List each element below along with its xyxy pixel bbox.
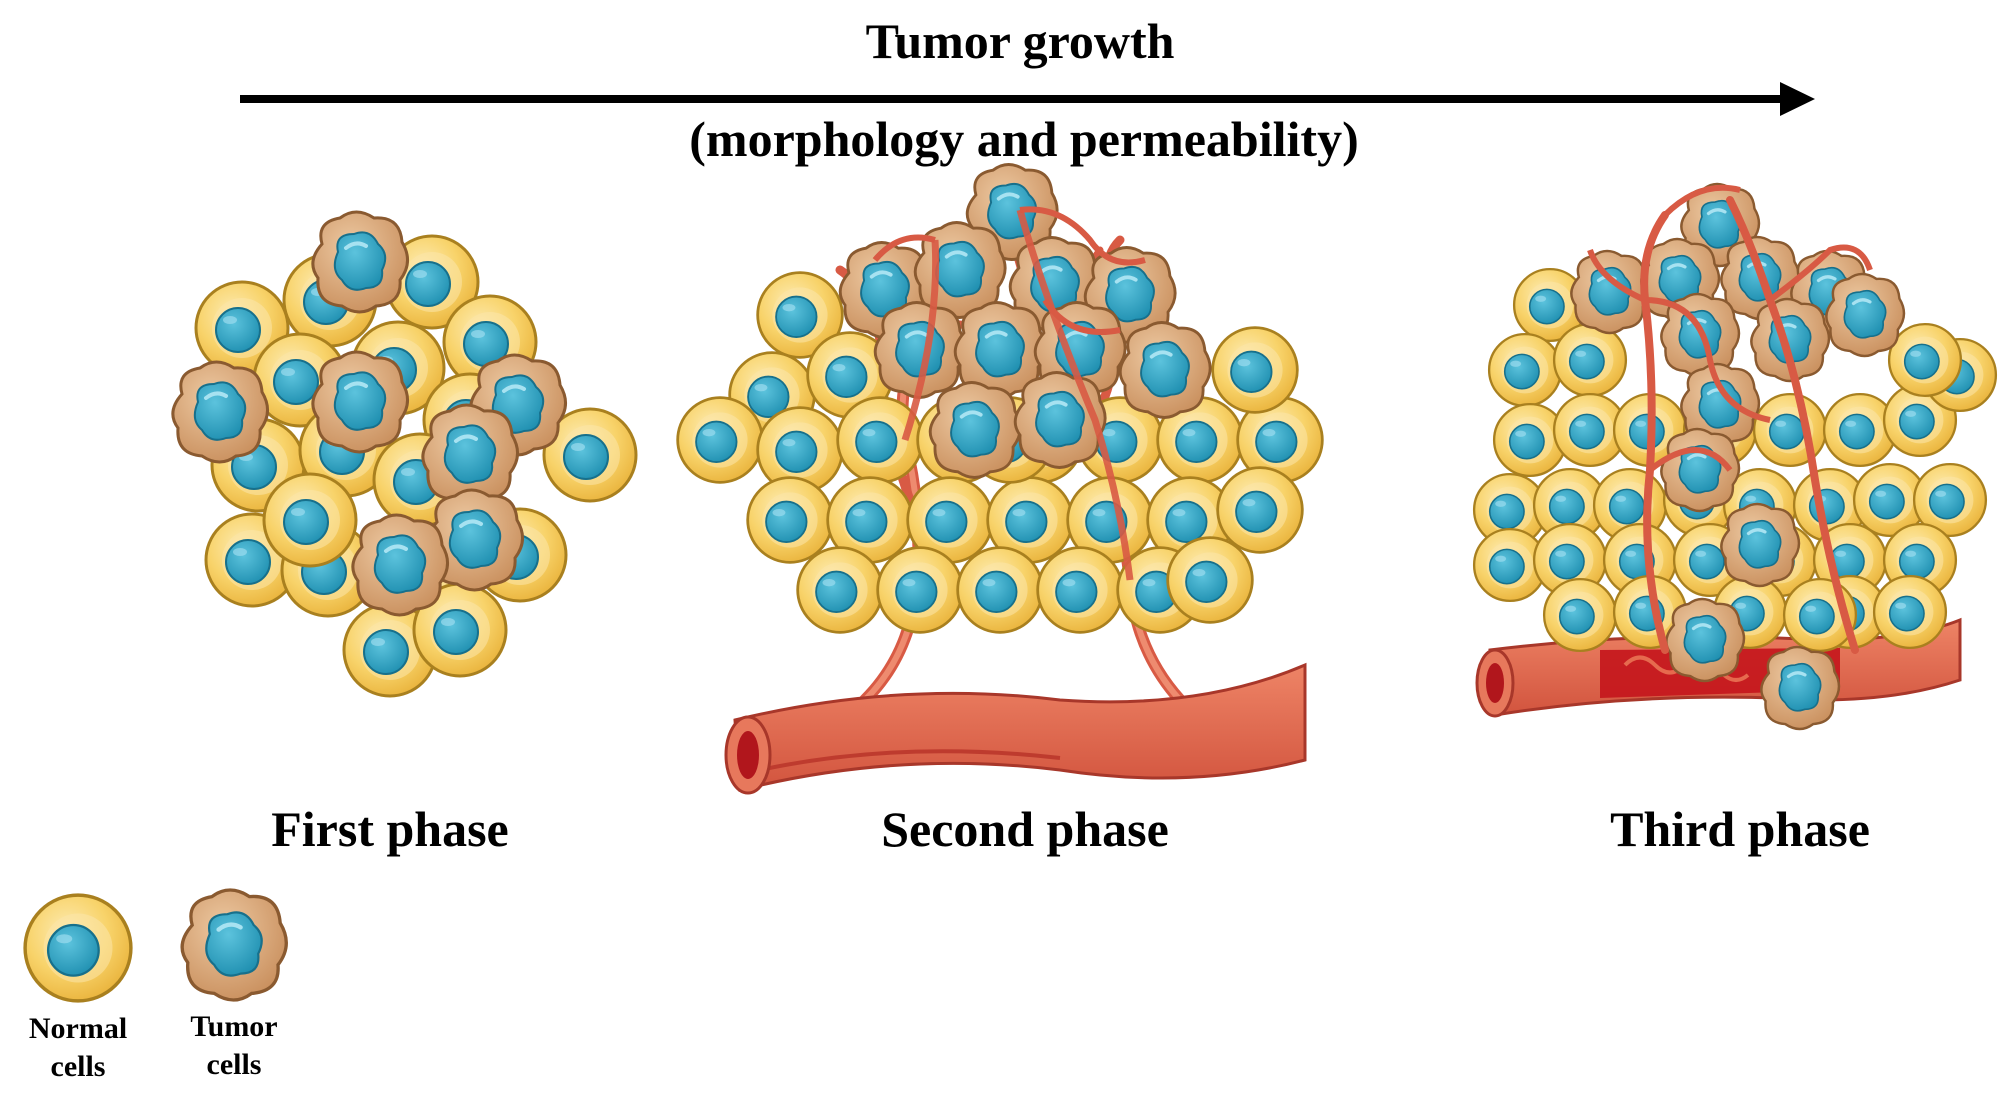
tumor-cell [170, 360, 270, 464]
phase-label-third: Third phase [1610, 801, 1870, 857]
legend-normal-label: Normal cells [0, 1010, 168, 1086]
tumor-cell [928, 380, 1023, 480]
normal-cell [1872, 574, 1948, 650]
tumor-cell [350, 513, 450, 617]
legend-normal-line1: Normal [28, 1012, 128, 1045]
legend-normal-line2: cells [50, 1050, 106, 1083]
tumor-cell [1569, 249, 1651, 335]
normal-cell [1216, 466, 1304, 554]
second-phase-capillaries [872, 206, 1146, 581]
normal-cell [746, 476, 834, 564]
tumor-cell [1759, 645, 1841, 731]
diagram-subtitle: (morphology and permeability) [689, 111, 1359, 167]
first-phase-cluster [170, 210, 638, 698]
normal-cell [796, 546, 884, 634]
legend-tumor-cell-icon [182, 890, 286, 1000]
normal-cell [876, 546, 964, 634]
legend-tumor-line2: cells [206, 1048, 262, 1081]
tumor-cell [1118, 320, 1213, 420]
tumor-growth-arrow [240, 82, 1815, 116]
normal-cell [1166, 536, 1254, 624]
normal-cell [1542, 577, 1618, 653]
tumor-cell [310, 210, 410, 314]
tumor-cell [310, 350, 410, 454]
tumor-cell [1824, 272, 1906, 358]
third-phase-capillaries [1587, 184, 1873, 654]
normal-cell [1487, 332, 1563, 408]
legend-normal-cell-icon [23, 893, 133, 1003]
diagram-title: Tumor growth [865, 13, 1175, 69]
phase-label-second: Second phase [881, 801, 1169, 857]
normal-cell [262, 472, 358, 568]
legend-tumor-label: Tumor cells [144, 1008, 324, 1084]
normal-cell [1211, 326, 1299, 414]
tumor-cell [1664, 597, 1746, 683]
normal-cell [1036, 546, 1124, 634]
legend-tumor-line1: Tumor [190, 1010, 278, 1043]
normal-cell [956, 546, 1044, 634]
tumor-cell [1719, 502, 1801, 588]
normal-cell [1887, 322, 1963, 398]
normal-cell [676, 396, 764, 484]
normal-cell [1752, 392, 1828, 468]
normal-cell [1552, 322, 1628, 398]
second-phase-cluster [676, 162, 1324, 634]
phase-label-first: First phase [271, 801, 509, 857]
normal-cell [836, 396, 924, 484]
